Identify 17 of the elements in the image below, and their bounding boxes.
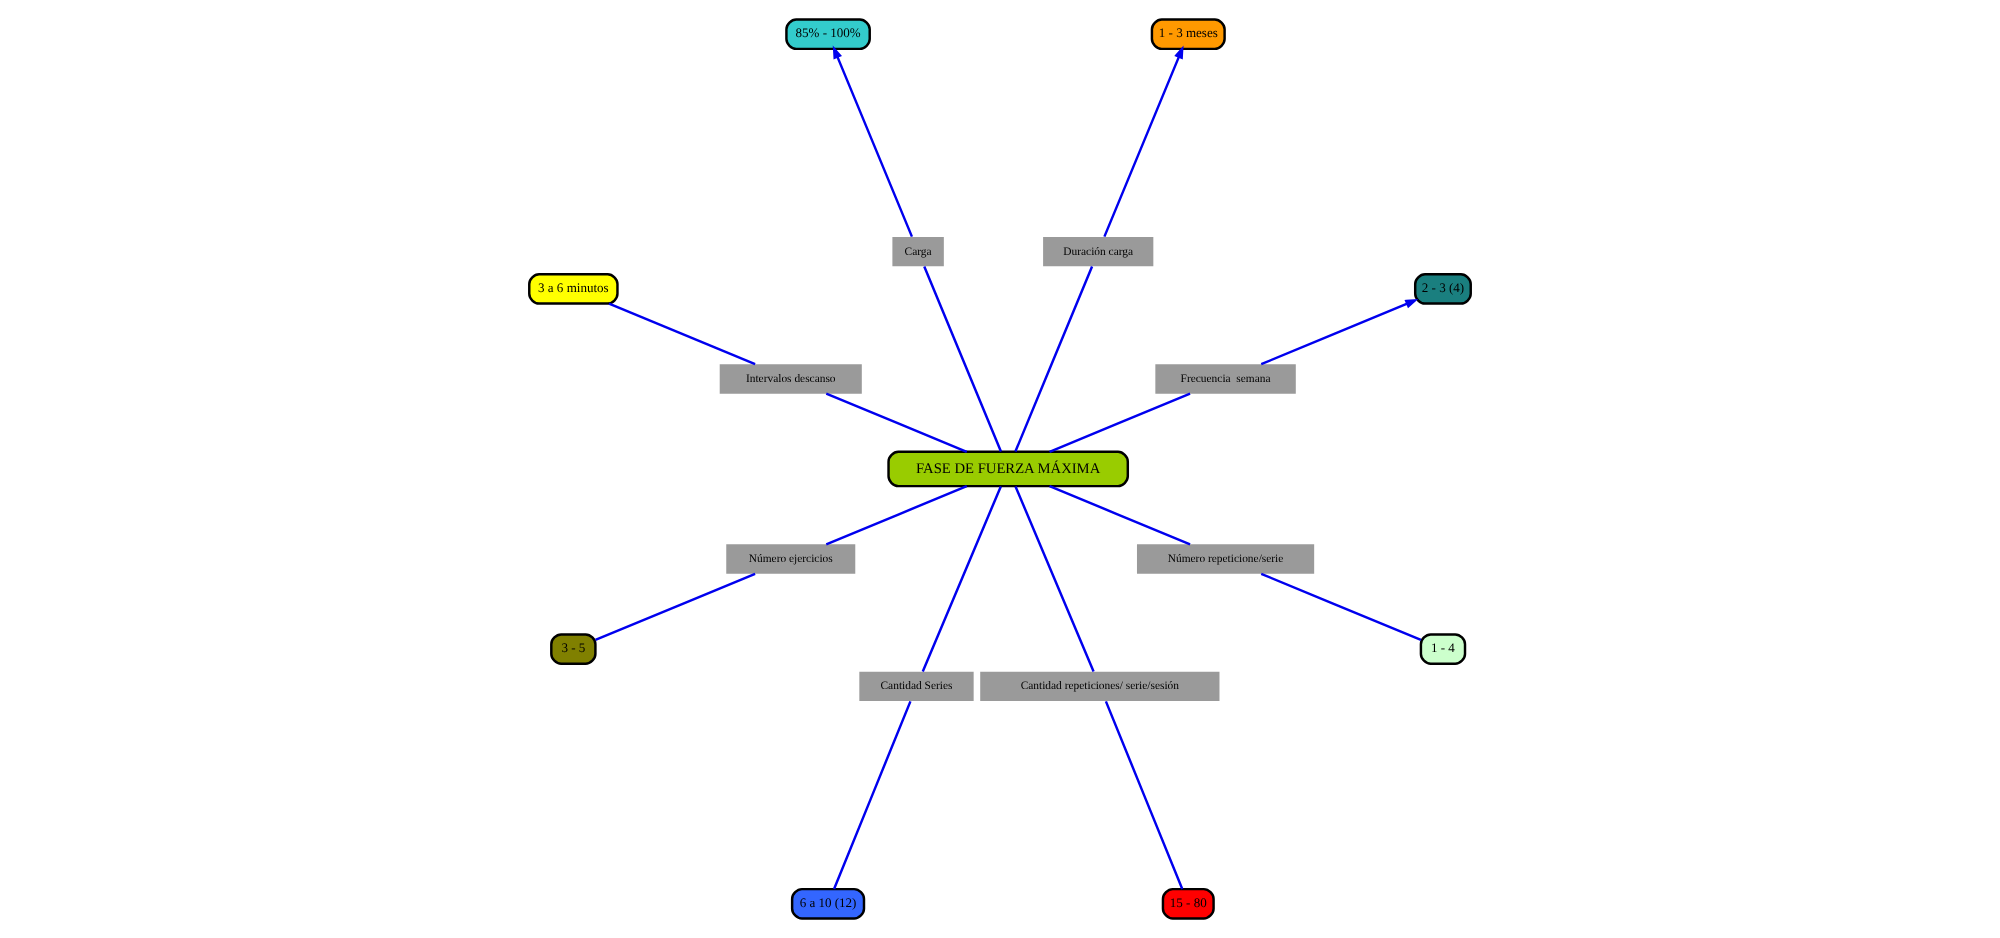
connector [832,700,912,890]
connector [1049,485,1191,546]
connector [825,485,968,546]
connector [608,302,756,366]
connector [1014,266,1094,453]
connector [923,266,1003,453]
connector [1104,700,1184,890]
arrow [832,45,914,238]
connector [921,485,1002,672]
arrow [1103,45,1184,238]
arrow [1260,299,1419,366]
connector [594,572,756,642]
connector [825,392,968,453]
node-box: FASE DE FUERZA MÁXIMA [887,450,1130,488]
connector [1014,485,1095,672]
connector [1260,572,1422,642]
connector [1049,392,1191,453]
